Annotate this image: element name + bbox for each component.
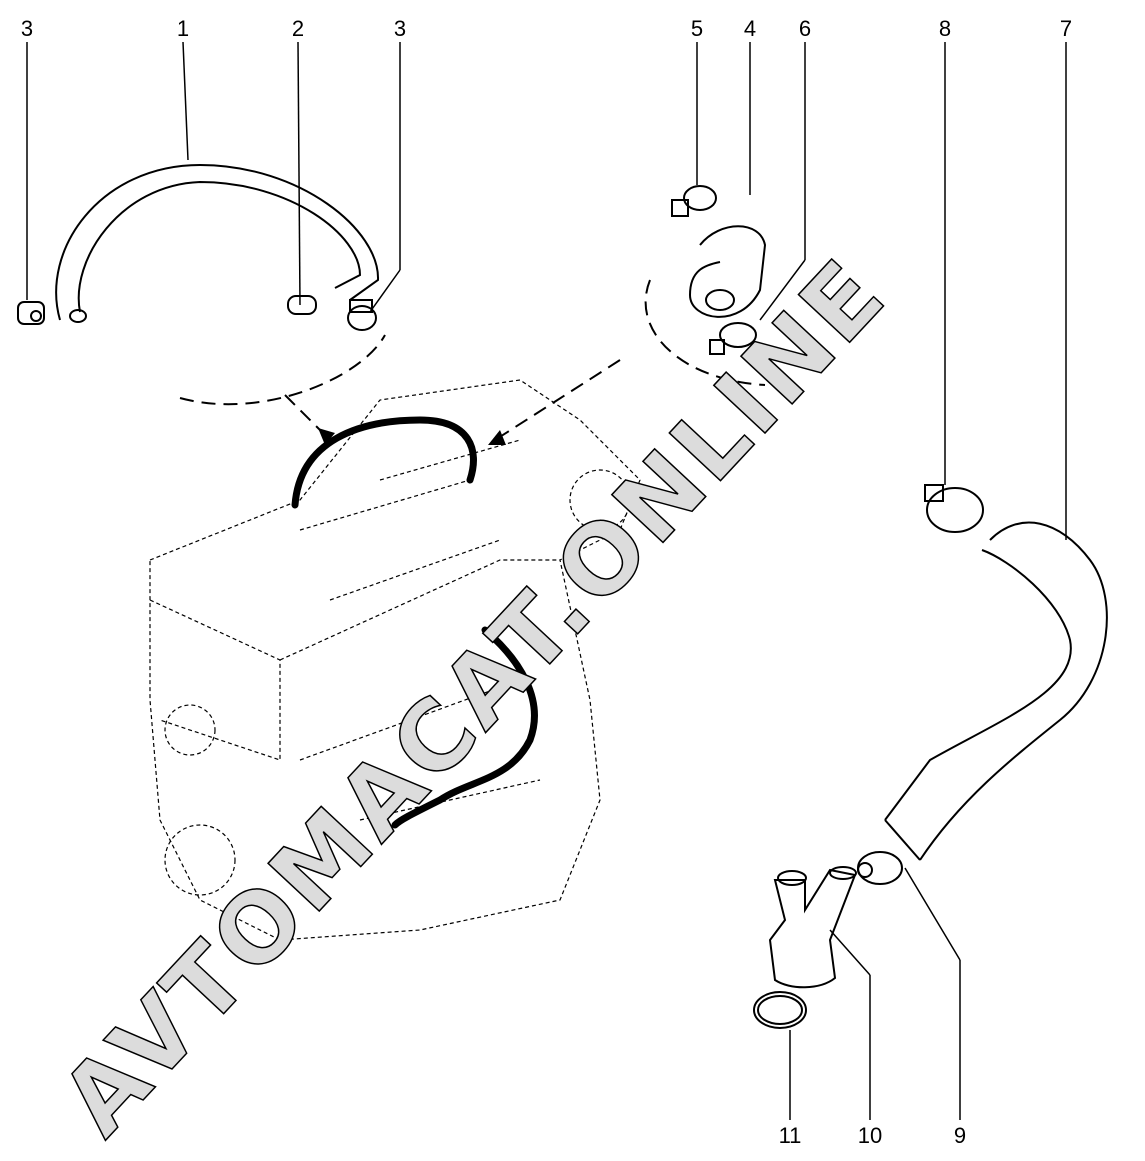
engine-block (149, 379, 641, 941)
clamp-3-left (17, 301, 45, 325)
callout-7: 7 (1059, 16, 1073, 41)
callout-10: 10 (857, 1123, 883, 1148)
callout-9: 9 (953, 1123, 967, 1148)
callout-6: 6 (798, 16, 812, 41)
clamp-8 (924, 484, 984, 533)
clamp-5 (671, 185, 717, 217)
leader-lines (26, 41, 1067, 1120)
clamp-6 (709, 322, 757, 355)
clamp-9 (857, 851, 903, 885)
hose-1 (55, 163, 380, 323)
callout-1: 1 (176, 16, 190, 41)
engine-hoses (291, 416, 538, 829)
plug-2 (287, 295, 317, 315)
callout-8: 8 (938, 16, 952, 41)
callout-4: 4 (743, 16, 757, 41)
hose-7 (884, 521, 1108, 861)
callout-2: 2 (291, 16, 305, 41)
outlet-10 (768, 866, 857, 989)
callout-3: 3 (20, 16, 34, 41)
o-ring-11 (753, 991, 807, 1029)
clamp-3-right (347, 299, 377, 331)
callout-11: 11 (778, 1123, 802, 1148)
callout-3b: 3 (393, 16, 407, 41)
callout-5: 5 (690, 16, 704, 41)
elbow-hose-4 (688, 225, 767, 318)
